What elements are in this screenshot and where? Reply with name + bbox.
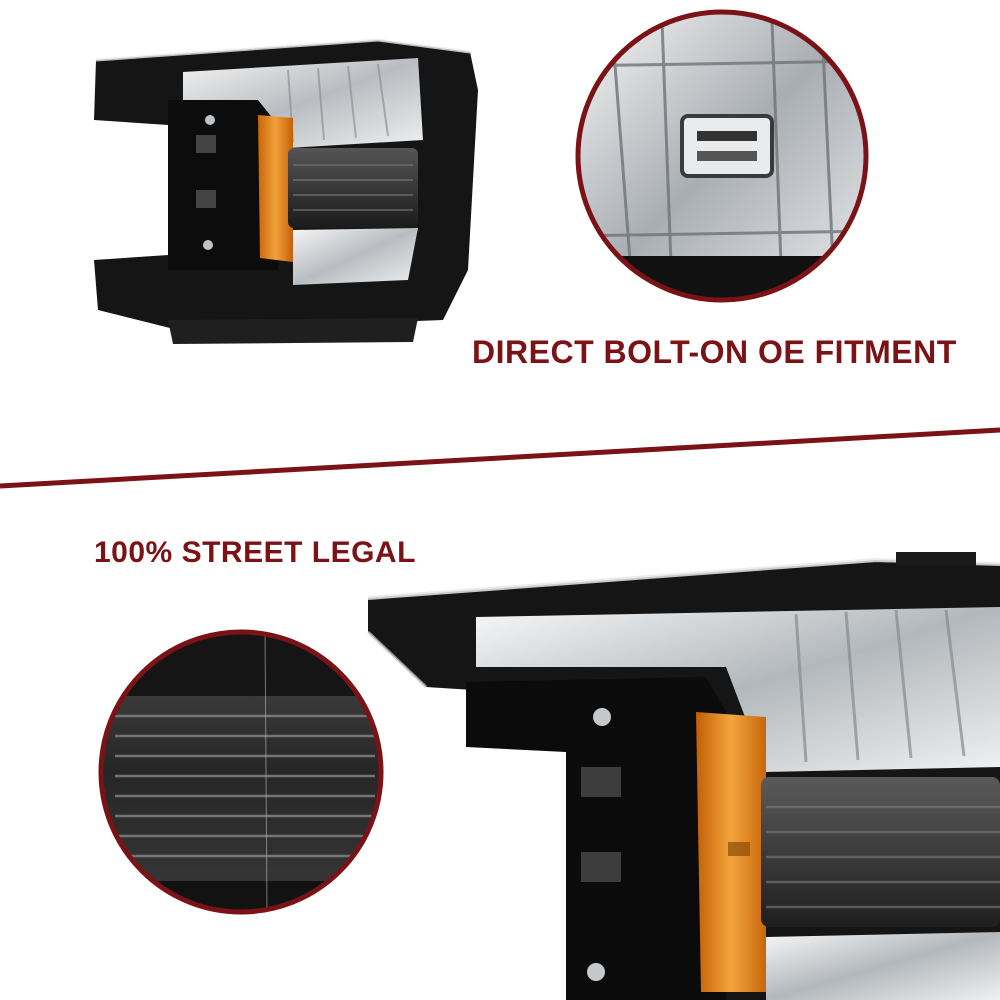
reflector-detail-magnifier bbox=[572, 6, 872, 306]
headlight-closeup-photo bbox=[366, 552, 1000, 1000]
projector-detail-magnifier bbox=[95, 626, 387, 918]
headlight-product-photo bbox=[88, 30, 488, 350]
street-legal-caption: 100% STREET LEGAL bbox=[94, 536, 416, 569]
section-divider bbox=[0, 420, 1000, 500]
fitment-caption: DIRECT BOLT-ON OE FITMENT bbox=[472, 334, 957, 370]
